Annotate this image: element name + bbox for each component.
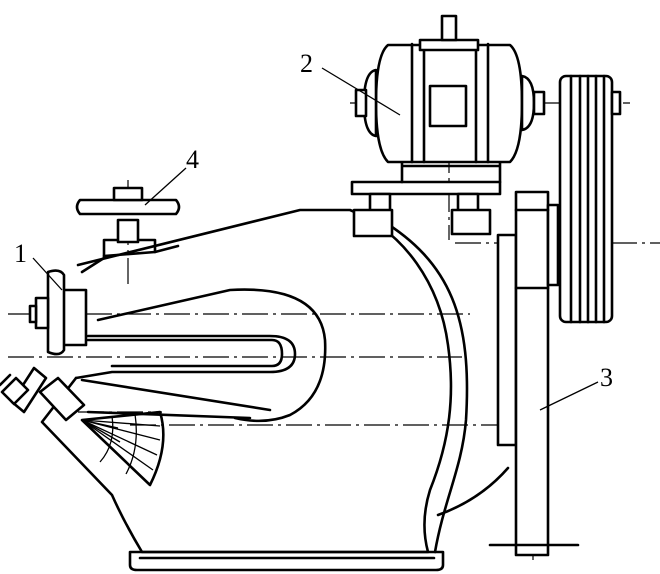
side-knob-cap xyxy=(28,304,38,324)
flywheel-boss xyxy=(546,203,560,287)
angle-scale-sector xyxy=(80,410,165,487)
handwheel-rim xyxy=(75,198,181,216)
side-knob[interactable] xyxy=(28,269,88,356)
lower-knob-stub xyxy=(0,373,12,387)
leader-line-3 xyxy=(539,381,599,411)
leader-line-1 xyxy=(32,257,63,291)
flywheel-belt xyxy=(488,190,580,557)
flywheel-body xyxy=(514,190,550,557)
motor-pulley-shaft-end xyxy=(610,90,622,116)
motor-top-cap xyxy=(418,38,480,52)
machine-frame xyxy=(40,208,510,572)
motor-foot-block xyxy=(450,208,492,236)
part-label-1: 1 xyxy=(14,239,27,268)
flywheel-hub-plate xyxy=(496,233,518,447)
sector-outline xyxy=(80,410,165,487)
part-label-2: 2 xyxy=(300,49,313,78)
motor-pulley xyxy=(558,74,622,324)
leader-line-2 xyxy=(321,67,401,116)
motor xyxy=(350,14,546,238)
motor-foot-block xyxy=(352,208,394,238)
sector-ray xyxy=(81,419,158,456)
motor-terminal-post xyxy=(440,14,458,42)
frame-lower-curve xyxy=(436,466,510,517)
side-knob-disc xyxy=(46,269,66,356)
lower-jaw-upper-edge xyxy=(74,334,297,380)
handwheel-base-line xyxy=(102,250,157,258)
handwheel[interactable] xyxy=(75,186,181,274)
part-label-4: 4 xyxy=(186,145,199,174)
motor-terminal-box xyxy=(428,84,468,128)
lower-knob-hub xyxy=(0,376,30,406)
lower-knob-shaft xyxy=(38,376,86,422)
sector-ray xyxy=(81,419,121,443)
frame-rear-edge xyxy=(376,216,469,554)
side-knob-hub xyxy=(34,296,50,330)
leader-line-4 xyxy=(144,167,187,206)
lower-adjust-knob xyxy=(0,366,86,422)
sector-ray xyxy=(81,419,119,429)
sector-ray xyxy=(81,419,154,471)
motor-right-shaft xyxy=(532,90,546,116)
callouts: 1 2 3 4 xyxy=(14,49,613,411)
motor-left-shaft xyxy=(354,88,368,118)
motor-mount-plate xyxy=(350,180,502,196)
side-knob-boss xyxy=(60,288,88,347)
sector-ray xyxy=(81,419,161,427)
sector-arc xyxy=(99,415,114,463)
handwheel-stem xyxy=(116,218,140,244)
frame-base xyxy=(128,550,445,572)
sector-arc xyxy=(125,413,137,475)
lower-blade-underside xyxy=(86,410,252,420)
upper-jaw-lower-edge xyxy=(96,288,327,423)
throat-slot xyxy=(86,338,284,368)
motor-right-endcap xyxy=(520,74,536,132)
lower-blade-incline xyxy=(80,378,272,412)
handwheel-hub xyxy=(112,186,144,202)
motor-pulley-body xyxy=(558,74,614,324)
motor-base-neck xyxy=(400,158,502,184)
frame-outline xyxy=(40,208,453,554)
part-label-3: 3 xyxy=(600,363,613,392)
throat-jaw xyxy=(74,288,327,423)
